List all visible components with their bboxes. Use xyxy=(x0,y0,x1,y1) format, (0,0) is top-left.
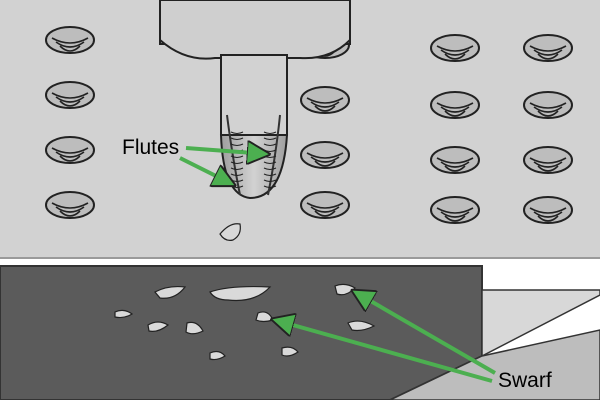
threaded-hole-icon xyxy=(300,191,350,219)
metal-chip-icon xyxy=(209,350,226,361)
metal-chip-icon xyxy=(347,320,376,332)
flutes-label: Flutes xyxy=(122,136,180,159)
threaded-hole-icon xyxy=(523,91,573,119)
green-arrow-icon xyxy=(179,156,232,184)
threaded-hole-icon xyxy=(45,191,95,219)
green-arrow-icon xyxy=(355,292,497,375)
swarf-label: Swarf xyxy=(498,369,552,392)
metal-chip-icon xyxy=(154,285,187,299)
base-surface xyxy=(0,265,483,400)
metal-chip-icon xyxy=(147,321,170,332)
metal-chip-icon xyxy=(219,223,241,241)
threaded-hole-icon xyxy=(523,196,573,224)
threaded-hole-icon xyxy=(430,196,480,224)
threaded-hole-icon xyxy=(523,34,573,62)
base-edge xyxy=(481,289,600,358)
threaded-hole-icon xyxy=(45,26,95,54)
metal-chip-icon xyxy=(281,346,299,357)
annotation-arrows xyxy=(179,148,497,383)
swarf-chips xyxy=(114,223,376,361)
green-arrow-icon xyxy=(275,320,493,383)
metal-chip-icon xyxy=(334,283,356,296)
metal-chip-icon xyxy=(209,285,272,302)
metal-chip-icon xyxy=(114,309,134,319)
green-arrow-icon xyxy=(185,148,266,154)
threaded-hole-icon xyxy=(45,81,95,109)
threaded-hole-icon xyxy=(45,136,95,164)
threaded-hole-icon xyxy=(430,91,480,119)
threaded-hole-icon xyxy=(523,146,573,174)
threaded-hole-icon xyxy=(430,34,480,62)
metal-chip-icon xyxy=(185,321,204,335)
threaded-hole-icon xyxy=(300,86,350,114)
hole-grid xyxy=(45,26,573,224)
threaded-hole-icon xyxy=(430,146,480,174)
threaded-hole-icon xyxy=(300,141,350,169)
